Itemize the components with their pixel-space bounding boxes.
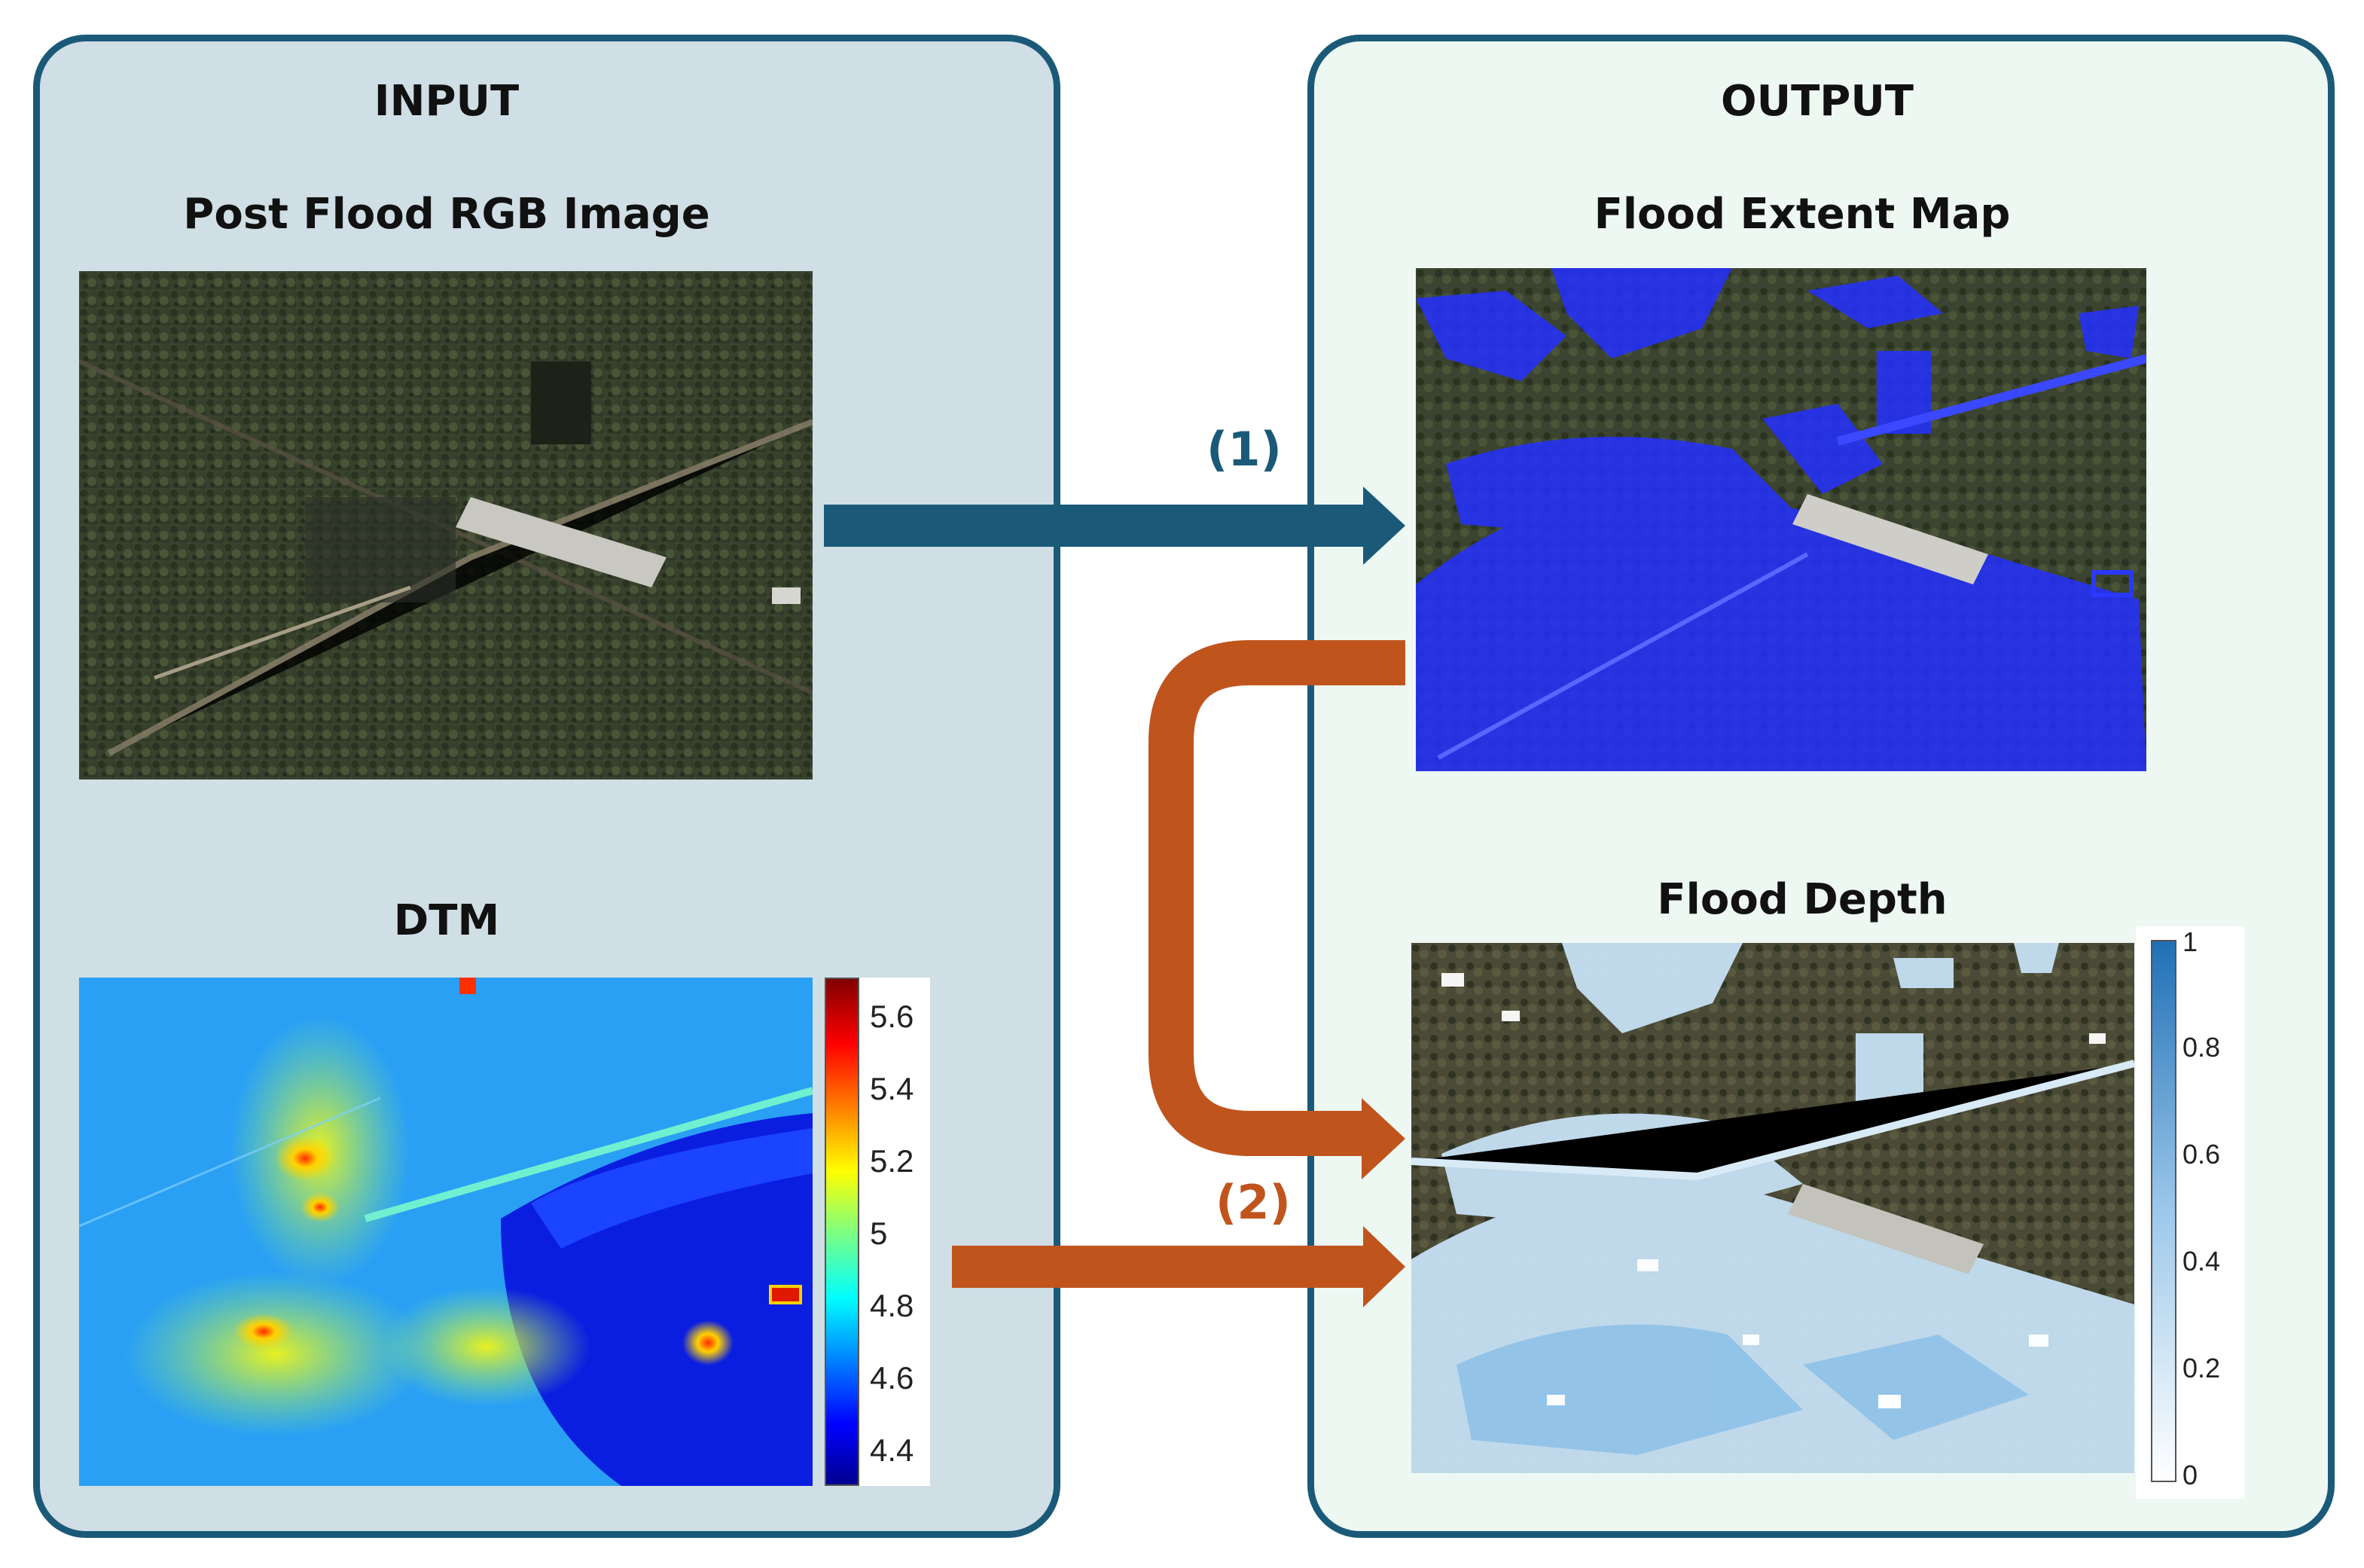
depth-tick-0.2: 0.2 bbox=[2183, 1353, 2221, 1383]
flood-depth-map bbox=[1411, 943, 2134, 1473]
dtm-tick-5.6: 5.6 bbox=[870, 999, 914, 1034]
flood-depth-caption: Flood Depth bbox=[1657, 875, 1948, 924]
dtm-tick-4.6: 4.6 bbox=[870, 1360, 914, 1396]
depth-tick-1: 1 bbox=[2183, 926, 2198, 957]
flood-extent-map bbox=[1416, 268, 2146, 771]
output-title: OUTPUT bbox=[1721, 77, 1914, 126]
dtm-tick-4.8: 4.8 bbox=[870, 1288, 914, 1323]
dtm-colorbar: 5.6 5.4 5.2 5 4.8 4.6 4.4 bbox=[825, 978, 930, 1486]
post-flood-rgb-image bbox=[79, 271, 813, 779]
dtm-tick-4.4: 4.4 bbox=[870, 1432, 914, 1468]
dtm-tick-5: 5 bbox=[870, 1216, 888, 1251]
flood-extent-caption: Flood Extent Map bbox=[1594, 190, 2011, 239]
dtm-tick-5.4: 5.4 bbox=[870, 1071, 914, 1106]
step2-label: (2) bbox=[1216, 1175, 1291, 1230]
dtm-tick-5.2: 5.2 bbox=[870, 1143, 914, 1179]
rgb-image-caption: Post Flood RGB Image bbox=[183, 190, 710, 239]
depth-colorbar: 1 0.8 0.6 0.4 0.2 0 bbox=[2136, 926, 2244, 1499]
depth-tick-0.6: 0.6 bbox=[2183, 1139, 2221, 1170]
depth-tick-0.4: 0.4 bbox=[2183, 1246, 2221, 1277]
dtm-heatmap bbox=[79, 978, 813, 1486]
step1-label: (1) bbox=[1206, 422, 1282, 477]
depth-tick-0.8: 0.8 bbox=[2183, 1032, 2221, 1063]
depth-tick-0: 0 bbox=[2183, 1460, 2198, 1490]
dtm-caption: DTM bbox=[393, 896, 500, 945]
input-title: INPUT bbox=[374, 77, 520, 126]
